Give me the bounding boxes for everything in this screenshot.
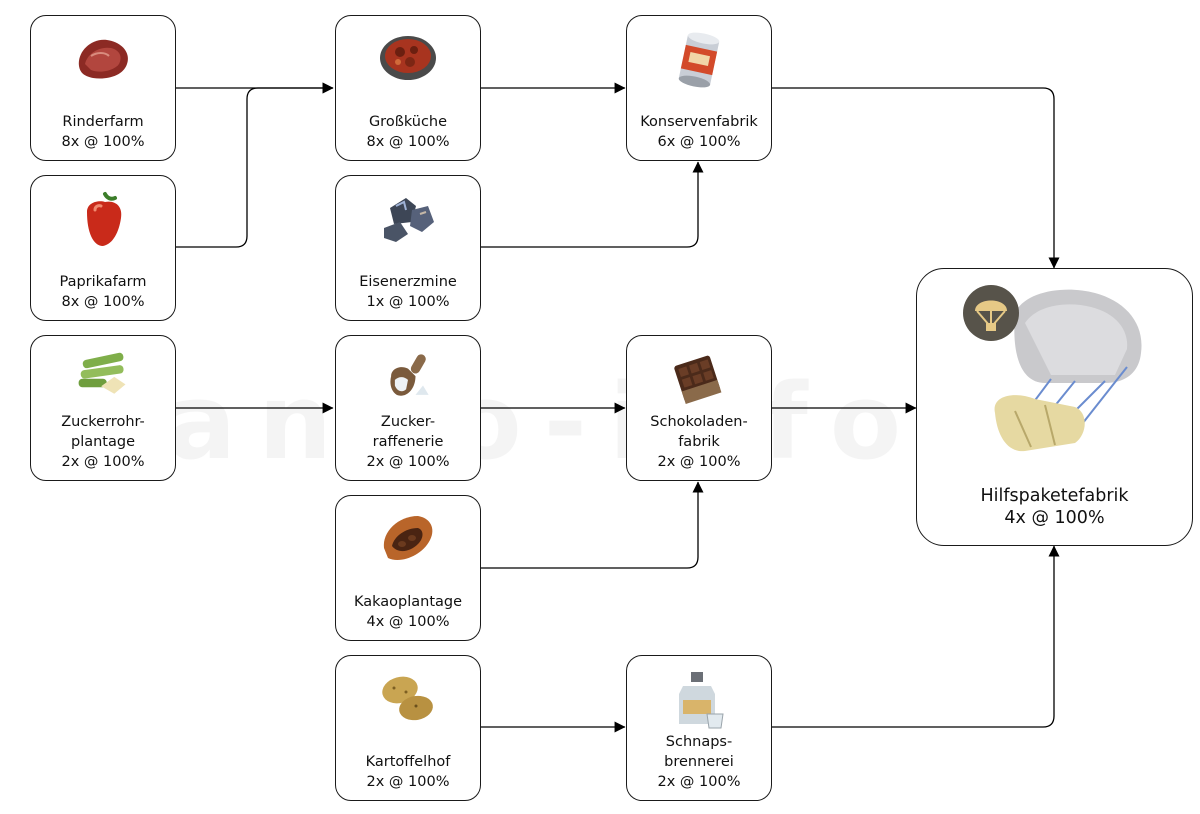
node-kartoffelhof-label: Kartoffelhof 2x @ 100% [336,752,480,792]
node-rinderfarm-label: Rinderfarm 8x @ 100% [31,112,175,152]
node-count: 2x @ 100% [657,774,741,790]
node-grosskueche-label: Großküche 8x @ 100% [336,112,480,152]
node-hilfspaketefabrik-label: Hilfspaketefabrik 4x @ 100% [917,485,1192,529]
node-name-cont: plantage [70,434,135,450]
node-name-cont: raffenerie [372,434,444,450]
node-count: 4x @ 100% [366,614,450,630]
node-hilfspaketefabrik[interactable]: Hilfspaketefabrik 4x @ 100% [916,268,1193,546]
node-count: 8x @ 100% [61,294,145,310]
sugarcane-icon [78,352,126,394]
pepper-icon [87,192,122,246]
node-schnapsbrennerei[interactable]: Schnaps- brennerei 2x @ 100% [626,655,772,801]
node-name: Großküche [368,114,448,130]
node-count: 2x @ 100% [366,454,450,470]
node-kartoffelhof[interactable]: Kartoffelhof 2x @ 100% [335,655,481,801]
node-count: 8x @ 100% [366,134,450,150]
node-zuckerrohr-label: Zuckerrohr- plantage 2x @ 100% [31,412,175,472]
node-konservenfabrik[interactable]: Konservenfabrik 6x @ 100% [626,15,772,161]
node-count: 4x @ 100% [1004,508,1105,528]
node-count: 2x @ 100% [61,454,145,470]
sugar-scoop-icon [390,354,429,396]
node-name: Zucker- [380,414,436,430]
node-name: Kartoffelhof [365,754,451,770]
node-konservenfabrik-label: Konservenfabrik 6x @ 100% [627,112,771,152]
node-schnapsbrennerei-label: Schnaps- brennerei 2x @ 100% [627,732,771,792]
edge-eisenerzmine-konservenfabrik [481,161,704,248]
node-name: Schokoladen- [650,414,748,430]
node-name-cont: fabrik [678,434,720,450]
edge-schnapsbrennerei-hilfspaketefabrik [772,545,1060,728]
edge-paprikafarm-grosskueche [176,82,334,248]
parachute-icon [974,300,1007,331]
node-rinderfarm[interactable]: Rinderfarm 8x @ 100% [30,15,176,161]
node-schokoladenfabrik-label: Schokoladen- fabrik 2x @ 100% [627,412,771,472]
node-schokoladenfabrik[interactable]: Schokoladen- fabrik 2x @ 100% [626,335,772,481]
schnapps-icon [679,672,724,729]
node-kakaoplantage-label: Kakaoplantage 4x @ 100% [336,592,480,632]
node-name: Hilfspaketefabrik [980,486,1129,506]
edge-konservenfabrik-hilfspaketefabrik [772,87,1060,269]
cocoa-icon [383,516,433,560]
node-name: Schnaps- [665,734,733,750]
node-paprikafarm[interactable]: Paprikafarm 8x @ 100% [30,175,176,321]
node-zuckerraffinerie-label: Zucker- raffenerie 2x @ 100% [336,412,480,472]
node-grosskueche[interactable]: Großküche 8x @ 100% [335,15,481,161]
node-name: Kakaoplantage [353,594,463,610]
tin-can-icon [678,32,720,88]
beef-icon [78,39,128,79]
node-name: Rinderfarm [62,114,144,130]
node-name: Konservenfabrik [640,114,758,130]
node-name: Paprikafarm [59,274,147,290]
goulash-icon [380,36,436,80]
node-count: 2x @ 100% [657,454,741,470]
chocolate-icon [674,355,722,404]
aid-package-icon [962,285,1142,452]
node-eisenerzmine-label: Eisenerzmine 1x @ 100% [336,272,480,312]
node-kakaoplantage[interactable]: Kakaoplantage 4x @ 100% [335,495,481,641]
node-count: 2x @ 100% [366,774,450,790]
node-zuckerraffinerie[interactable]: Zucker- raffenerie 2x @ 100% [335,335,481,481]
iron-ore-icon [384,198,434,242]
node-count: 8x @ 100% [61,134,145,150]
potato-icon [382,676,433,721]
edge-kakaoplantage-schokoladenfabrik [481,481,704,569]
node-name: Zuckerrohr- [61,414,145,430]
node-zuckerrohr[interactable]: Zuckerrohr- plantage 2x @ 100% [30,335,176,481]
node-name-cont: brennerei [664,754,734,770]
node-count: 1x @ 100% [366,294,450,310]
node-count: 6x @ 100% [657,134,741,150]
node-eisenerzmine[interactable]: Eisenerzmine 1x @ 100% [335,175,481,321]
node-name: Eisenerzmine [359,274,457,290]
node-paprikafarm-label: Paprikafarm 8x @ 100% [31,272,175,312]
